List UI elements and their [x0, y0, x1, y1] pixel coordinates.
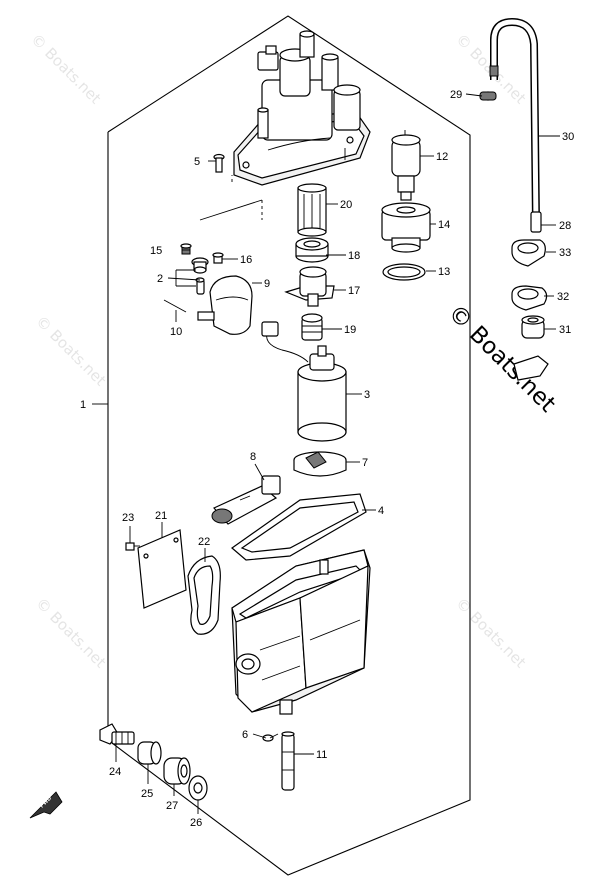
- callout-27: 27: [166, 800, 178, 812]
- callout-29: 29: [450, 89, 462, 101]
- watermark-top-left: © Boats.net: [27, 30, 105, 108]
- part-12-regulator: [391, 134, 421, 201]
- part-3-fuel-pump: [261, 321, 347, 442]
- callout-33: 33: [559, 247, 571, 259]
- part-18-seal: [295, 237, 329, 263]
- watermark-mid-left: © Boats.net: [32, 312, 110, 390]
- callout-17: 17: [348, 285, 360, 297]
- part-31-grommet: [521, 315, 545, 339]
- callout-26: 26: [190, 817, 202, 829]
- callout-9: 9: [264, 278, 270, 290]
- part-33-clip: [511, 239, 546, 267]
- callout-15: 15: [150, 245, 162, 257]
- callout-28: 28: [559, 220, 571, 232]
- part-10-clip: [163, 299, 187, 313]
- part-24-bolt: [99, 723, 135, 745]
- leader-lines: [92, 93, 560, 814]
- part-32-clip: [511, 285, 548, 311]
- part-6-screw: [262, 733, 279, 742]
- part-11-hose: [281, 731, 295, 791]
- callout-13: 13: [438, 266, 450, 278]
- part-4-gasket: [231, 493, 367, 561]
- part-9-cover: [197, 275, 253, 335]
- watermark-bottom-left: © Boats.net: [32, 594, 110, 672]
- callout-20: 20: [340, 199, 352, 211]
- callout-12: 12: [436, 151, 448, 163]
- callout-14: 14: [438, 219, 450, 231]
- part-26-washer: [188, 775, 208, 801]
- part-14-damper: [381, 202, 431, 253]
- part-13-o-ring: [382, 263, 426, 281]
- part-27-grommet: [163, 757, 191, 785]
- callout-22: 22: [198, 536, 210, 548]
- callout-19: 19: [344, 324, 356, 336]
- clip-unlabeled: [513, 355, 549, 381]
- callout-23: 23: [122, 512, 134, 524]
- callout-3: 3: [364, 389, 370, 401]
- callout-11: 11: [316, 749, 327, 761]
- part-15-screw: [180, 243, 192, 255]
- part-8-filter: [211, 475, 281, 525]
- part-17-fitting: [284, 266, 335, 307]
- part-22-gasket: [187, 555, 221, 635]
- upper-housing-assembly: [233, 30, 371, 186]
- part-28-hose-end: [530, 211, 542, 233]
- part-29-clamp: [479, 91, 497, 101]
- callout-18: 18: [348, 250, 360, 262]
- callout-4: 4: [378, 505, 384, 517]
- callout-6: 6: [242, 729, 248, 741]
- part-5-screw: [213, 153, 225, 173]
- watermark-bottom-right: © Boats.net: [452, 594, 530, 672]
- fwd-arrow: FWD: [29, 791, 63, 819]
- part-21-plate: [137, 529, 187, 609]
- part-7-bracket: [293, 451, 347, 477]
- part-25-collar: [137, 741, 162, 765]
- callout-30: 30: [562, 131, 574, 143]
- float-chamber-assembly: [231, 549, 371, 715]
- part-16-screw: [212, 252, 224, 264]
- callout-25: 25: [141, 788, 153, 800]
- part-19-grommet: [301, 313, 323, 341]
- callout-24: 24: [109, 766, 121, 778]
- callout-1: 1: [80, 399, 86, 411]
- callout-31: 31: [559, 324, 571, 336]
- callout-16: 16: [240, 254, 252, 266]
- part-20-filter: [297, 183, 327, 237]
- callout-2: 2: [157, 273, 163, 285]
- callout-labels: 1 2 3 4 5 6 7 8 9 10 11 12 13 14 15 16 1…: [80, 89, 574, 829]
- part-30-hose: [489, 17, 540, 223]
- part-2-bushings: [191, 257, 209, 295]
- callout-32: 32: [557, 291, 569, 303]
- callout-5: 5: [194, 156, 200, 168]
- callout-8: 8: [250, 451, 256, 463]
- callout-10: 10: [170, 326, 182, 338]
- callout-21: 21: [155, 510, 167, 522]
- callout-7: 7: [362, 457, 368, 469]
